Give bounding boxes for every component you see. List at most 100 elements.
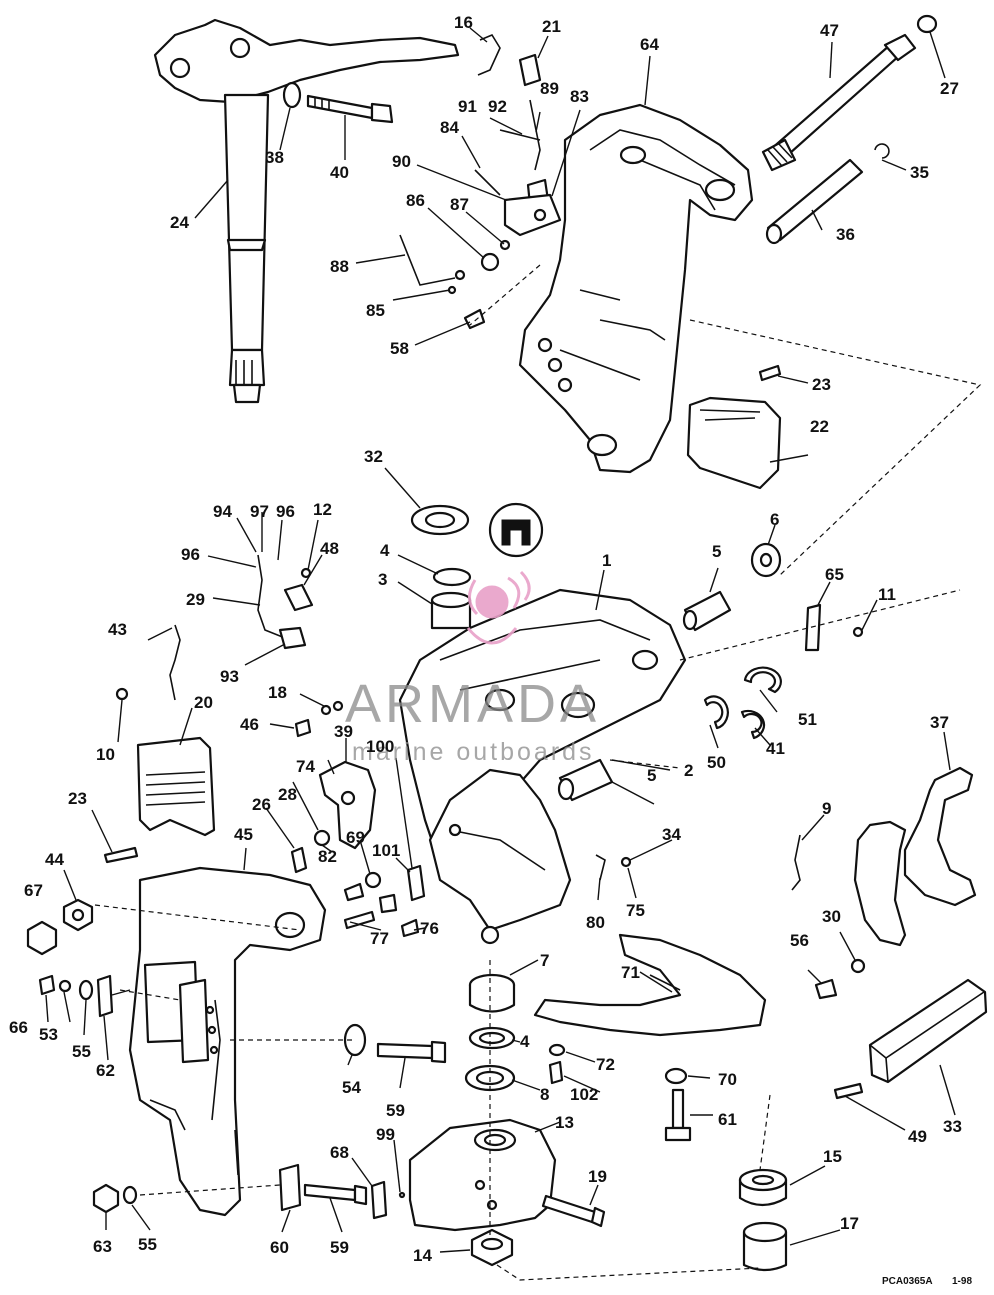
assembly-lines [94,264,982,1281]
bushing-3-4 [430,567,472,630]
callout-number: 18 [268,683,287,702]
callout-number: 59 [330,1238,349,1257]
callout-number: 55 [72,1042,91,1061]
callout-number: 27 [940,79,959,98]
callout-number: 74 [296,757,315,776]
callout-number: 43 [108,620,127,639]
pin-5-upper [682,590,732,632]
watermark-brand: ARMADA [345,674,600,734]
callout-number: 15 [823,1147,842,1166]
callout-number: 23 [812,375,831,394]
screw-23-top [758,364,782,382]
callout-number: 11 [878,585,896,604]
callout-number: 1 [602,551,611,570]
callout-number: 87 [450,195,469,214]
callout-number: 56 [790,931,809,950]
washer-72-bolt-102 [548,1043,566,1085]
callout-number: 4 [380,541,390,560]
callout-number: 19 [588,1167,607,1186]
callout-number: 14 [413,1246,432,1265]
washer-6 [750,542,782,578]
callout-number: 30 [822,907,841,926]
retaining-ring-27 [916,14,938,34]
callout-number: 94 [213,502,232,521]
screw-56-30 [814,958,866,1000]
callout-number: 40 [330,163,349,182]
callout-number: 93 [220,667,239,686]
bolt-parts-66-53-55-62 [38,974,114,1018]
callout-number: 53 [39,1025,58,1044]
pin-5-lower [557,758,614,802]
callout-number: 96 [181,545,200,564]
callout-number: 3 [378,570,387,589]
callout-number: 8 [540,1085,549,1104]
swivel-bracket-1 [398,588,687,945]
callout-number: 76 [420,919,439,938]
callout-number: 64 [640,35,659,54]
callout-number: 61 [718,1110,737,1129]
lower-housing-13 [408,1118,557,1232]
callout-number: 101 [372,841,400,860]
callout-number: 23 [68,789,87,808]
callout-number: 35 [910,163,929,182]
callout-number: 39 [334,722,353,741]
callout-number: 47 [820,21,839,40]
bolt-54-59 [343,1023,447,1064]
callout-number: 55 [138,1235,157,1254]
guard-20 [136,736,216,837]
callout-number: 96 [276,502,295,521]
callout-number: 32 [364,447,383,466]
callout-number: 16 [454,13,473,32]
callout-number: 2 [684,761,693,780]
callout-number: 77 [370,929,389,948]
callout-number: 63 [93,1237,112,1256]
callout-number: 22 [810,417,829,436]
trim-plate-71 [533,933,767,1037]
tilt-tube-47 [761,33,917,172]
callout-number: 84 [440,118,459,137]
callout-number: 89 [540,79,559,98]
bracket-74-39 [318,760,377,850]
callout-number: 100 [366,737,394,756]
callout-number: 75 [626,901,645,920]
callout-number: 91 [458,97,477,116]
screw-49 [833,1082,864,1100]
callout-number: 59 [386,1101,405,1120]
callout-number: 65 [825,565,844,584]
detail-circle [488,502,544,558]
callout-number: 49 [908,1127,927,1146]
callout-number: 17 [840,1214,859,1233]
callout-number: 50 [707,753,726,772]
callout-number: 86 [406,191,425,210]
callout-number: 85 [366,301,385,320]
callout-number: 38 [265,148,284,167]
callout-number: 48 [320,539,339,558]
callout-number: 66 [9,1018,28,1037]
nut-washer-53-55 [92,1183,138,1214]
watermark-tagline: marine outboards [352,738,595,766]
callout-number: 10 [96,745,115,764]
callout-number: 29 [186,590,205,609]
callout-number: 83 [570,87,589,106]
small-parts-mid [103,829,801,938]
callout-number: 46 [240,715,259,734]
drawing-code: PCA0365A [882,1276,933,1287]
callout-number: 9 [822,799,831,818]
callout-number: 36 [836,225,855,244]
steering-arm [153,18,460,404]
callout-number: 51 [798,710,817,729]
callout-number: 5 [712,542,721,561]
drawing-date: 1-98 [952,1276,972,1287]
callout-number: 12 [313,500,332,519]
callout-number: 5 [647,766,656,785]
callout-number: 4 [520,1032,530,1051]
callout-number: 44 [45,850,64,869]
ring-35 [874,143,890,159]
callout-number: 6 [770,510,779,529]
callout-number: 97 [250,502,269,521]
callout-number: 69 [346,828,365,847]
callout-number: 24 [170,213,189,232]
